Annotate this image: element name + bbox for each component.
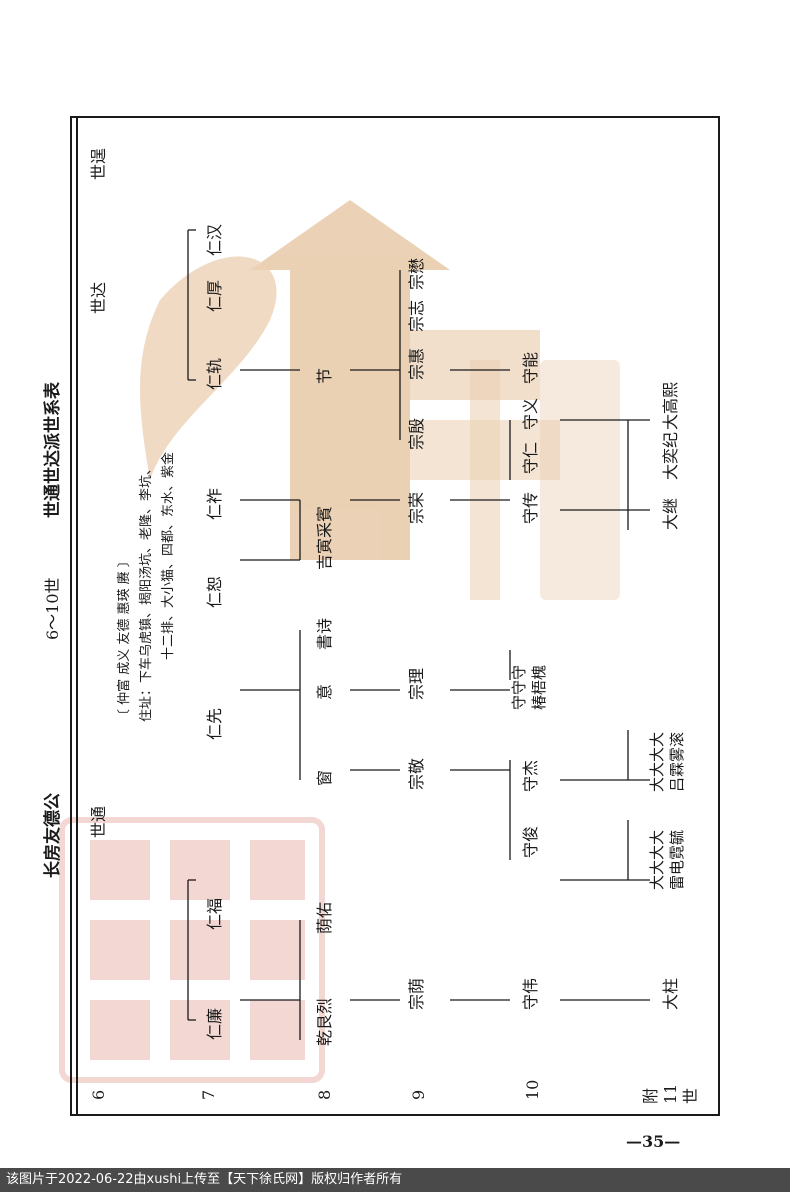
gen11-daji: 大继 [661, 498, 680, 530]
gen11-leidian: 雷电霓毓 [668, 830, 686, 890]
table-frame [70, 116, 720, 1116]
gen-label-10: 10 [523, 1080, 542, 1100]
header-right-title: 世通世达派世系表 [42, 381, 63, 518]
gen10-shouren: 守仁 [521, 442, 540, 474]
gen10-shoushoushou: 守守守 [510, 665, 528, 710]
gen9-zonghui: 宗惠 [407, 348, 426, 380]
gen9-zongli: 宗理 [407, 668, 426, 700]
gen11-lvlin: 吕霖雾滚 [668, 732, 686, 792]
gen7-renshu: 仁恕 [205, 576, 224, 608]
gen8-yinyou: 荫佑 [315, 902, 334, 934]
gen11-dadada-2: 大大大大 [648, 732, 666, 792]
gen11-dagaoxi: 大高熙 [661, 382, 680, 430]
gen10-chunwuhuai: 椿梧槐 [530, 665, 548, 710]
ancestor-shida: 世达 [89, 282, 108, 314]
gen-label-11: 11 [661, 1084, 680, 1104]
table-frame-inner-line [76, 116, 78, 1116]
gen8-yi: 意 [315, 684, 334, 700]
gen10-shouchuan: 守传 [521, 492, 540, 524]
gen8-jiyincaibin: 吉寅采賓 [315, 506, 334, 570]
gen-label-7: 7 [199, 1090, 218, 1100]
note-line-2: 住址：下车乌虎镇、揭阳汤坑、老隆、李坑、 [138, 462, 154, 722]
gen7-renhou: 仁厚 [205, 280, 224, 312]
gen10-shouwei: 守伟 [521, 978, 540, 1010]
note-line-3: 十二排、大小猫、四都、东水、紫金 [160, 452, 176, 660]
gen7-renhan: 仁汉 [205, 224, 224, 256]
gen9-zongyin2: 宗殷 [407, 418, 426, 450]
gen7-renfu: 仁福 [205, 898, 224, 930]
gen10-shouyi: 守义 [521, 398, 540, 430]
gen10-shouneng: 守能 [521, 352, 540, 384]
gen9-zongmao: 宗懋 [407, 258, 426, 290]
gen7-renxian: 仁先 [205, 708, 224, 740]
gen11-dazhu: 大柱 [661, 978, 680, 1010]
gen9-zongyin: 宗荫 [407, 978, 426, 1010]
gen11-dayiji: 大奕纪 [661, 432, 680, 480]
gen-label-9: 9 [409, 1090, 428, 1100]
gen-label-fu: 附 [641, 1088, 660, 1104]
page-number: —35— [626, 1132, 681, 1151]
gen10-shoujie: 守杰 [521, 760, 540, 792]
gen9-zongzhi: 宗志 [407, 300, 426, 332]
gen11-dadada-1: 大大大大 [648, 830, 666, 890]
note-line-1: 〔 仲富 成义 友德 惠瑛 赓 〕 [116, 554, 132, 722]
gen7-renlian: 仁廉 [205, 1008, 224, 1040]
header-left-title: 长房友德公 [42, 793, 63, 878]
header-center-label: 6～10世 [43, 577, 62, 640]
ancestor-shiti: 世逞 [89, 148, 108, 180]
gen8-shushi: 書诗 [315, 618, 334, 650]
copyright-footer: 该图片于2022-06-22由xushi上传至【天下徐氏网】版权归作者所有 [0, 1168, 790, 1192]
gen9-zongrong: 宗荣 [407, 492, 426, 524]
gen8-jie: 节 [315, 368, 334, 384]
gen-label-shi: 世 [681, 1088, 700, 1104]
gen7-renzuo: 仁祚 [205, 488, 224, 520]
gen9-zongjing: 宗敬 [407, 758, 426, 790]
gen7-rengui: 仁轨 [205, 358, 224, 390]
gen-label-6: 6 [89, 1090, 108, 1100]
gen8-chuang: 窗 [315, 770, 334, 786]
gen8-qiangenlie: 乾艮烈 [315, 998, 334, 1046]
gen10-shoujun: 守俊 [521, 826, 540, 858]
ancestor-shitong: 世通 [89, 806, 108, 838]
gen-label-8: 8 [315, 1090, 334, 1100]
